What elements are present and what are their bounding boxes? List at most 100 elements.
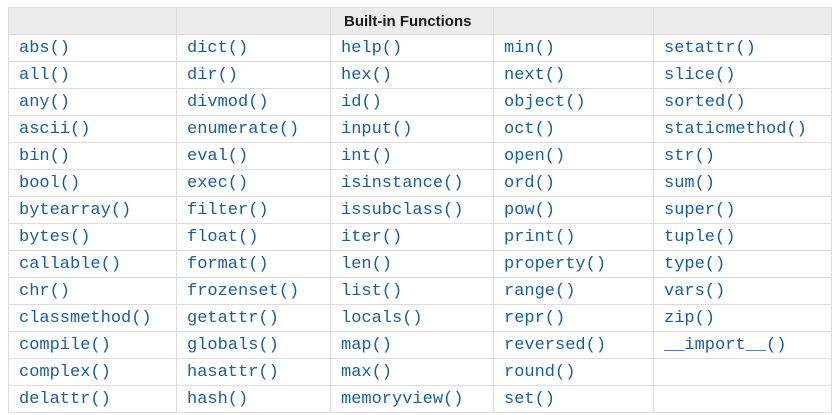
function-link[interactable]: bytearray() (19, 200, 132, 220)
function-link[interactable]: repr() (504, 308, 566, 328)
header-cell-2 (176, 7, 331, 35)
function-link[interactable]: property() (504, 254, 607, 274)
function-link[interactable]: map() (341, 335, 393, 355)
function-link[interactable]: bool() (19, 173, 81, 193)
function-link[interactable]: ascii() (19, 119, 91, 139)
function-cell: __import__() (653, 331, 832, 359)
function-link[interactable]: enumerate() (187, 119, 300, 139)
function-link[interactable]: hex() (341, 65, 393, 85)
function-link[interactable]: sum() (664, 173, 716, 193)
function-link[interactable]: object() (504, 92, 586, 112)
function-link[interactable]: any() (19, 92, 71, 112)
table-row: chr() frozenset() list() range() vars() (8, 277, 832, 305)
function-link[interactable]: next() (504, 65, 566, 85)
function-link[interactable]: range() (504, 281, 576, 301)
function-link[interactable]: str() (664, 146, 716, 166)
function-link[interactable]: complex() (19, 362, 111, 382)
function-link[interactable]: float() (187, 227, 259, 247)
function-link[interactable]: compile() (19, 335, 111, 355)
function-cell: pow() (493, 196, 654, 224)
function-link[interactable]: ord() (504, 173, 556, 193)
function-link[interactable]: dir() (187, 65, 239, 85)
function-link[interactable]: tuple() (664, 227, 736, 247)
function-link[interactable]: max() (341, 362, 393, 382)
function-cell: isinstance() (330, 169, 494, 197)
function-link[interactable]: bin() (19, 146, 71, 166)
function-link[interactable]: format() (187, 254, 269, 274)
function-link[interactable]: issubclass() (341, 200, 464, 220)
function-link[interactable]: all() (19, 65, 71, 85)
function-link[interactable]: dict() (187, 38, 249, 58)
function-cell: type() (653, 250, 832, 278)
function-cell: divmod() (176, 88, 331, 116)
function-link[interactable]: pow() (504, 200, 556, 220)
function-link[interactable]: callable() (19, 254, 122, 274)
function-link[interactable]: reversed() (504, 335, 607, 355)
header-cell-1 (8, 7, 177, 35)
table-row: compile() globals() map() reversed() __impor… (8, 331, 832, 359)
function-cell: round() (493, 358, 654, 386)
table-body: abs() dict() help() min() setattr() all() dir(… (8, 34, 832, 413)
function-link[interactable]: eval() (187, 146, 249, 166)
function-cell: compile() (8, 331, 177, 359)
empty-cell (653, 358, 832, 386)
function-cell: getattr() (176, 304, 331, 332)
function-link[interactable]: list() (341, 281, 403, 301)
function-cell: print() (493, 223, 654, 251)
function-link[interactable]: delattr() (19, 389, 111, 409)
function-link[interactable]: vars() (664, 281, 726, 301)
function-link[interactable]: frozenset() (187, 281, 300, 301)
function-cell: any() (8, 88, 177, 116)
function-cell: reversed() (493, 331, 654, 359)
function-link[interactable]: input() (341, 119, 413, 139)
table-row: callable() format() len() property() type() (8, 250, 832, 278)
function-link[interactable]: setattr() (664, 38, 756, 58)
function-link[interactable]: iter() (341, 227, 403, 247)
function-link[interactable]: hasattr() (187, 362, 279, 382)
function-link[interactable]: locals() (341, 308, 423, 328)
function-link[interactable]: __import__() (664, 335, 787, 355)
function-cell: all() (8, 61, 177, 89)
function-link[interactable]: zip() (664, 308, 716, 328)
function-link[interactable]: classmethod() (19, 308, 152, 328)
function-cell: issubclass() (330, 196, 494, 224)
header-cell-5 (653, 7, 832, 35)
function-cell: bin() (8, 142, 177, 170)
function-link[interactable]: getattr() (187, 308, 279, 328)
function-link[interactable]: abs() (19, 38, 71, 58)
function-link[interactable]: set() (504, 389, 556, 409)
function-link[interactable]: bytes() (19, 227, 91, 247)
function-link[interactable]: print() (504, 227, 576, 247)
function-link[interactable]: divmod() (187, 92, 269, 112)
function-link[interactable]: globals() (187, 335, 279, 355)
function-link[interactable]: chr() (19, 281, 71, 301)
function-link[interactable]: id() (341, 92, 382, 112)
function-cell: repr() (493, 304, 654, 332)
function-cell: input() (330, 115, 494, 143)
function-cell: len() (330, 250, 494, 278)
function-cell: staticmethod() (653, 115, 832, 143)
function-link[interactable]: type() (664, 254, 726, 274)
function-cell: globals() (176, 331, 331, 359)
function-link[interactable]: filter() (187, 200, 269, 220)
function-link[interactable]: min() (504, 38, 556, 58)
function-link[interactable]: help() (341, 38, 403, 58)
function-link[interactable]: int() (341, 146, 393, 166)
function-link[interactable]: round() (504, 362, 576, 382)
function-link[interactable]: open() (504, 146, 566, 166)
function-link[interactable]: super() (664, 200, 736, 220)
table-row: bin() eval() int() open() str() (8, 142, 832, 170)
function-link[interactable]: sorted() (664, 92, 746, 112)
function-link[interactable]: oct() (504, 119, 556, 139)
function-link[interactable]: isinstance() (341, 173, 464, 193)
function-link[interactable]: memoryview() (341, 389, 464, 409)
function-link[interactable]: hash() (187, 389, 249, 409)
function-cell: format() (176, 250, 331, 278)
function-link[interactable]: slice() (664, 65, 736, 85)
function-link[interactable]: staticmethod() (664, 119, 807, 139)
function-link[interactable]: len() (341, 254, 393, 274)
function-cell: slice() (653, 61, 832, 89)
function-cell: bytes() (8, 223, 177, 251)
function-link[interactable]: exec() (187, 173, 249, 193)
